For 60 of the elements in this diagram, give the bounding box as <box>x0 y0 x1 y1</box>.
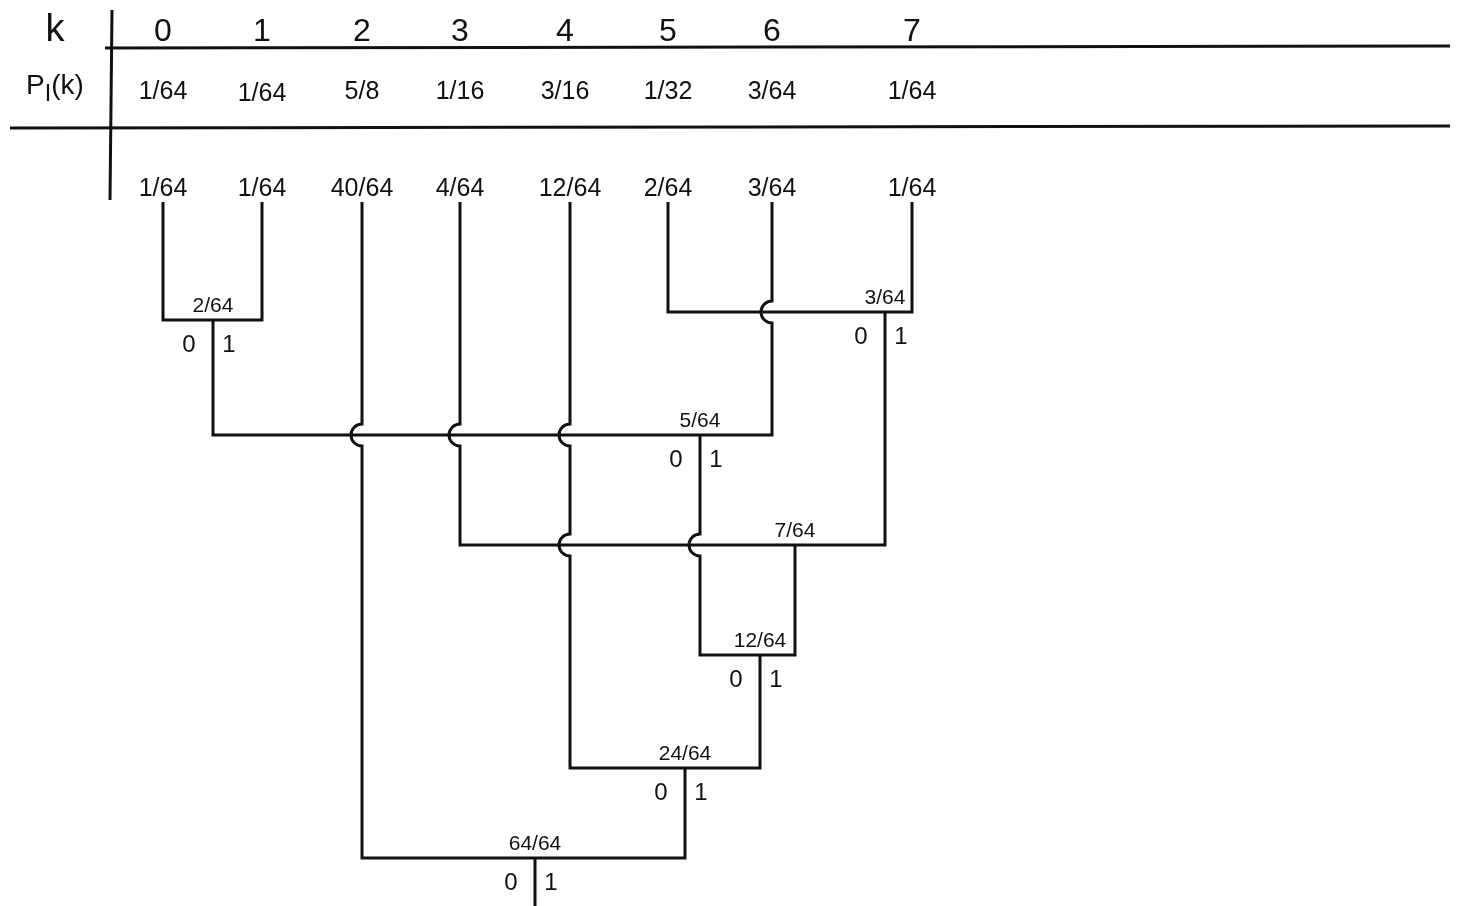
symbol-index: 5 <box>659 11 677 49</box>
bit-label: 0 <box>504 868 518 896</box>
symbol-index: 6 <box>763 11 781 49</box>
bit-label: 0 <box>854 322 868 350</box>
probability-value: 1/16 <box>435 75 485 105</box>
tree-branch-line <box>535 768 687 860</box>
probability-value: 1/32 <box>643 75 693 105</box>
merged-probability: 5/64 <box>679 408 721 433</box>
tree-branch-line <box>687 435 760 657</box>
merged-probability: 12/64 <box>733 628 787 653</box>
tree-branch-line <box>685 655 762 770</box>
bit-label: 1 <box>694 778 708 806</box>
symbol-index: 3 <box>451 11 469 49</box>
bit-label: 1 <box>894 322 908 350</box>
bit-label: 0 <box>729 665 743 693</box>
probability-value: 40/64 <box>330 173 394 202</box>
bit-label: 1 <box>769 665 783 693</box>
probability-value: 1/64 <box>887 173 937 202</box>
bit-label: 1 <box>709 445 723 473</box>
tree-branch-line <box>666 202 885 314</box>
bit-label: 0 <box>669 445 683 473</box>
probability-value: 1/64 <box>887 75 937 105</box>
tree-branch-line <box>447 202 795 547</box>
column-header: k <box>45 6 65 50</box>
row-header: P$_{I}$(k) <box>26 69 84 107</box>
symbol-index: 1 <box>253 11 271 49</box>
symbol-index: 4 <box>556 11 574 49</box>
probability-value: 1/64 <box>237 77 287 107</box>
tree-branch-line <box>213 202 264 322</box>
merged-probability: 3/64 <box>864 285 906 310</box>
tree-branch-line <box>349 202 535 860</box>
tree-branch-line <box>557 202 685 770</box>
tree-branch-line <box>211 320 700 437</box>
probability-value: 1/64 <box>138 75 188 105</box>
symbol-index: 0 <box>154 11 172 49</box>
merged-probability: 24/64 <box>658 741 712 766</box>
probability-value: 1/64 <box>138 173 188 202</box>
probability-value: 12/64 <box>538 173 602 202</box>
bit-label: 1 <box>544 868 558 896</box>
probability-value: 4/64 <box>435 173 485 202</box>
bit-label: 0 <box>182 330 196 358</box>
probability-value: 3/64 <box>747 173 797 202</box>
symbol-index: 2 <box>353 11 371 49</box>
tree-branch-line <box>760 545 797 657</box>
merged-probability: 64/64 <box>508 831 562 856</box>
tree-branch-line <box>700 202 774 437</box>
tree-branch-line <box>885 202 914 314</box>
tree-branch-line <box>161 202 213 322</box>
tree-branch-line <box>795 312 887 547</box>
probability-value: 2/64 <box>643 173 693 202</box>
probability-value: 3/64 <box>747 75 797 105</box>
probability-value: 5/8 <box>344 75 380 105</box>
bit-label: 0 <box>654 778 668 806</box>
probability-value: 3/16 <box>540 75 590 105</box>
probability-value: 1/64 <box>237 173 287 202</box>
merged-probability: 2/64 <box>192 293 234 318</box>
tree-branch-line <box>533 858 537 906</box>
symbol-index: 7 <box>903 11 921 49</box>
merged-probability: 7/64 <box>774 518 816 543</box>
bit-label: 1 <box>222 330 236 358</box>
